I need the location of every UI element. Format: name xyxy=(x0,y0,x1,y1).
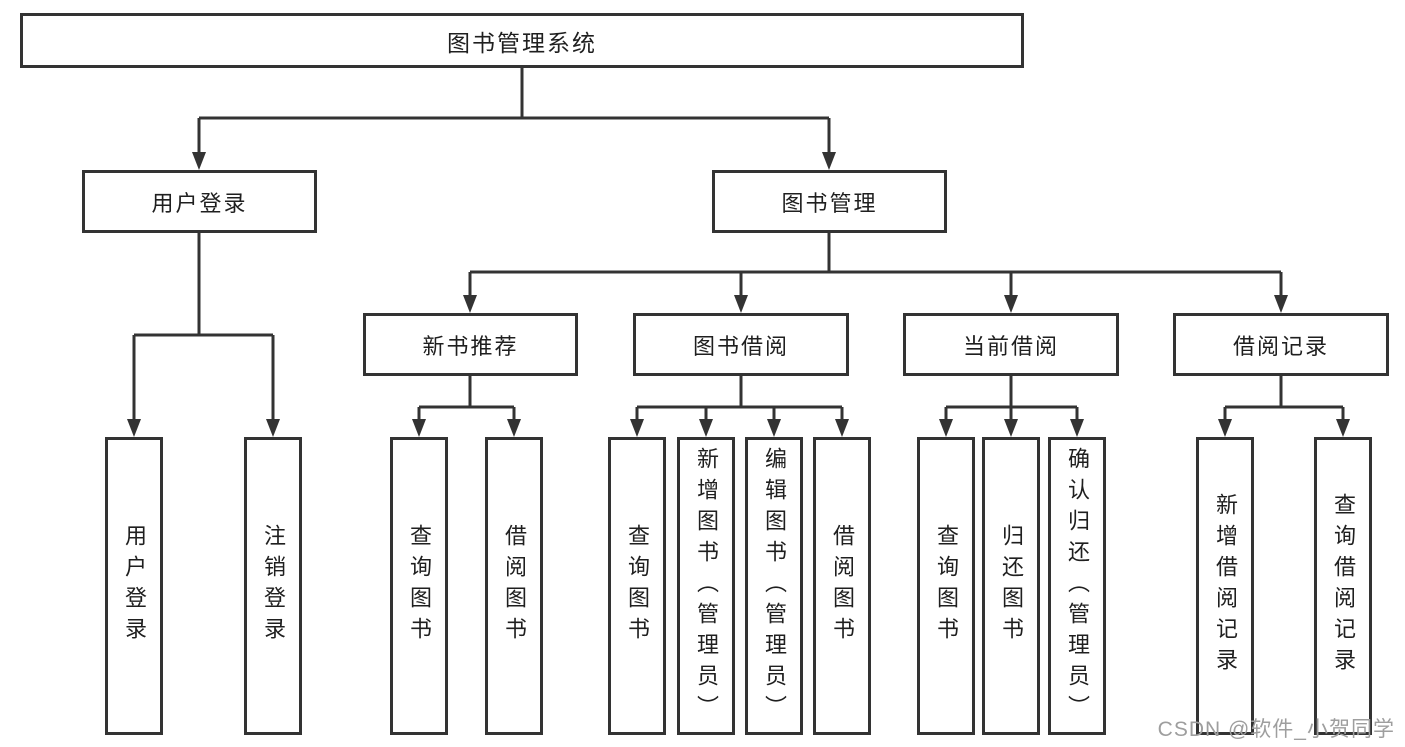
arrow-icon xyxy=(127,419,141,437)
leaf-logout-label: 注销登录 xyxy=(261,524,286,648)
node-root: 图书管理系统 xyxy=(20,13,1024,68)
leaf-return-books: 归还图书 xyxy=(982,437,1040,735)
node-book-management-label: 图书管理 xyxy=(781,190,878,216)
arrow-icon xyxy=(767,419,781,437)
leaf-logout: 注销登录 xyxy=(244,437,302,735)
leaf-borrow-books-recommend: 借阅图书 xyxy=(485,437,543,735)
leaf-return-books-label: 归还图书 xyxy=(999,524,1024,648)
node-book-borrow-label: 图书借阅 xyxy=(692,333,789,359)
leaf-query-books-recommend-label: 查询图书 xyxy=(407,524,432,648)
leaf-query-borrow-record-label: 查询借阅记录 xyxy=(1331,493,1356,679)
arrow-icon xyxy=(699,419,713,437)
connector-user-login xyxy=(132,233,275,421)
arrow-icon xyxy=(463,295,477,313)
leaf-query-books-borrow-label: 查询图书 xyxy=(625,524,650,648)
arrow-icon xyxy=(630,419,644,437)
leaf-edit-books-admin: 编辑图书（管理员） xyxy=(745,437,803,735)
leaf-edit-books-admin-label: 编辑图书（管理员） xyxy=(762,446,787,726)
arrow-icon xyxy=(835,419,849,437)
arrow-icon xyxy=(1274,295,1288,313)
node-borrow-records: 借阅记录 xyxy=(1173,313,1389,376)
leaf-query-books-current-label: 查询图书 xyxy=(934,524,959,648)
node-current-borrow-label: 当前借阅 xyxy=(962,333,1059,359)
leaf-confirm-return-admin-label: 确认归还（管理员） xyxy=(1065,446,1090,726)
node-new-book-recommend: 新书推荐 xyxy=(363,313,578,376)
node-new-book-recommend-label: 新书推荐 xyxy=(422,333,519,359)
leaf-add-borrow-record: 新增借阅记录 xyxy=(1196,437,1254,735)
leaf-user-login-label: 用户登录 xyxy=(122,524,147,648)
arrow-icon xyxy=(1218,419,1232,437)
leaf-query-books-current: 查询图书 xyxy=(917,437,975,735)
arrow-icon xyxy=(1004,295,1018,313)
node-user-login: 用户登录 xyxy=(82,170,317,233)
leaf-confirm-return-admin: 确认归还（管理员） xyxy=(1048,437,1106,735)
arrow-icon xyxy=(939,419,953,437)
leaf-add-books-admin: 新增图书（管理员） xyxy=(677,437,735,735)
leaf-borrow-books-label: 借阅图书 xyxy=(830,524,855,648)
leaf-user-login: 用户登录 xyxy=(105,437,163,735)
connector-new-book xyxy=(417,376,516,421)
leaf-borrow-books: 借阅图书 xyxy=(813,437,871,735)
leaf-add-borrow-record-label: 新增借阅记录 xyxy=(1213,493,1238,679)
connector-current-borrow xyxy=(944,376,1079,421)
arrow-icon xyxy=(1336,419,1350,437)
node-book-borrow: 图书借阅 xyxy=(633,313,849,376)
leaf-query-books-recommend: 查询图书 xyxy=(390,437,448,735)
connector-book-management xyxy=(468,233,1283,297)
node-book-management: 图书管理 xyxy=(712,170,947,233)
node-user-login-label: 用户登录 xyxy=(151,190,248,216)
arrow-icon xyxy=(507,419,521,437)
connector-book-borrow xyxy=(635,376,844,421)
node-root-label: 图书管理系统 xyxy=(447,29,597,56)
leaf-query-books-borrow: 查询图书 xyxy=(608,437,666,735)
arrow-icon xyxy=(192,152,206,170)
arrow-icon xyxy=(734,295,748,313)
arrow-icon xyxy=(822,152,836,170)
arrow-icon xyxy=(266,419,280,437)
arrow-icon xyxy=(1004,419,1018,437)
leaf-borrow-books-recommend-label: 借阅图书 xyxy=(502,524,527,648)
arrow-icon xyxy=(412,419,426,437)
csdn-watermark: CSDN @软件_小贺同学 xyxy=(1157,718,1395,741)
leaf-query-borrow-record: 查询借阅记录 xyxy=(1314,437,1372,735)
node-borrow-records-label: 借阅记录 xyxy=(1232,333,1329,359)
leaf-add-books-admin-label: 新增图书（管理员） xyxy=(694,446,719,726)
arrow-icon xyxy=(1070,419,1084,437)
connector-root xyxy=(197,68,831,154)
connector-borrow-records xyxy=(1223,376,1345,421)
node-current-borrow: 当前借阅 xyxy=(903,313,1119,376)
